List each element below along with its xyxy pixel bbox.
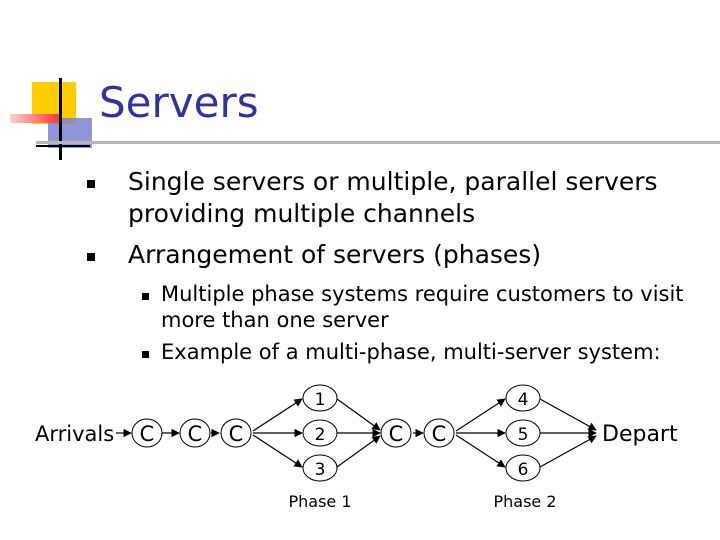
decoration-horizontal-line <box>36 145 90 147</box>
bullet-text: Arrangement of servers (phases) <box>128 240 542 269</box>
queue-label: C <box>140 422 155 446</box>
sub-bullet-text: Example of a multi-phase, multi-server s… <box>161 340 661 364</box>
server-node-6: 6 <box>505 454 541 482</box>
sub-bullet-text: Multiple phase systems require customers… <box>161 281 684 333</box>
bullet-marker <box>87 180 95 188</box>
queue-node: C <box>423 418 455 448</box>
queue-node: C <box>179 418 211 448</box>
arrow-server-1-to-queue <box>336 398 381 431</box>
arrow-queue-to-server-3 <box>252 434 303 468</box>
server-label: 3 <box>315 460 326 480</box>
arrow-server-4-to-depart <box>539 398 597 431</box>
queue-node: C <box>131 418 163 448</box>
arrow-server-3-to-queue <box>336 435 381 468</box>
server-node-4: 4 <box>505 384 541 412</box>
depart-label: Depart <box>602 422 678 447</box>
sub-bullet-line: Multiple phase systems require customers… <box>161 282 684 306</box>
queue-label: C <box>229 422 244 446</box>
server-node-3: 3 <box>302 454 338 482</box>
queue-label: C <box>188 422 203 446</box>
server-node-5: 5 <box>505 419 541 447</box>
page-title: Servers <box>99 78 259 127</box>
queue-label: C <box>432 422 447 446</box>
arrivals-label: Arrivals <box>35 422 114 446</box>
sub-bullet-marker <box>142 351 149 358</box>
decoration-red-bar <box>10 114 60 123</box>
arrow-queue-to-server-1 <box>252 398 303 432</box>
bullet-marker <box>87 253 95 261</box>
decoration-vertical-line <box>59 78 62 160</box>
queue-label: C <box>389 422 404 446</box>
server-node-1: 1 <box>302 384 338 412</box>
server-label: 4 <box>518 390 529 410</box>
bullet-line: providing multiple channels <box>128 199 476 228</box>
arrow-server-6-to-depart <box>539 435 597 468</box>
bullet-text: Single servers or multiple, parallel ser… <box>128 166 658 230</box>
server-label: 5 <box>518 425 529 445</box>
arrow-queue-to-server-6 <box>455 434 506 468</box>
server-label: 2 <box>315 425 326 445</box>
queue-node: C <box>380 418 412 448</box>
sub-bullet-line: more than one server <box>161 308 389 332</box>
flow-arrows <box>116 398 597 468</box>
phase2-label: Phase 2 <box>493 492 556 511</box>
server-label: 1 <box>315 390 326 410</box>
title-divider <box>36 141 720 144</box>
phase1-label: Phase 1 <box>288 492 351 511</box>
arrow-queue-to-server-4 <box>455 398 506 432</box>
server-node-2: 2 <box>302 419 338 447</box>
sub-bullet-marker <box>142 293 149 300</box>
queue-node: C <box>220 418 252 448</box>
bullet-line: Single servers or multiple, parallel ser… <box>128 167 658 196</box>
server-label: 6 <box>518 460 529 480</box>
